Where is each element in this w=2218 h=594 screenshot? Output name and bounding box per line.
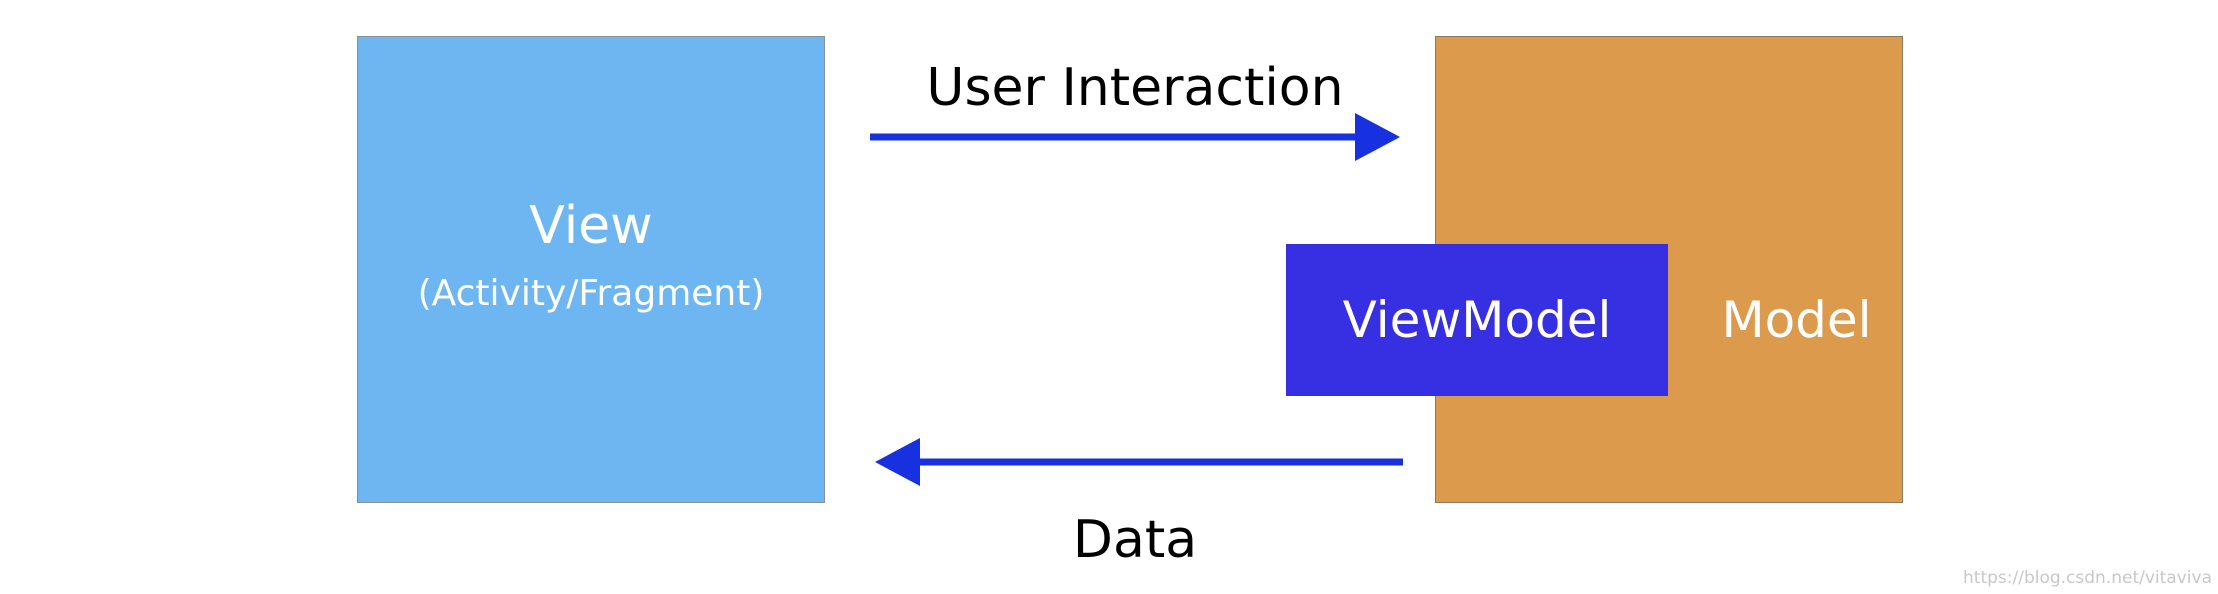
- view-subtitle: (Activity/Fragment): [417, 273, 765, 314]
- user-interaction-arrow-head: [1355, 113, 1400, 161]
- view-box: [357, 36, 825, 503]
- viewmodel-box: [1286, 244, 1668, 396]
- data-arrow: [875, 438, 1403, 486]
- user-interaction-arrow: [870, 113, 1400, 161]
- viewmodel-label: ViewModel: [1342, 291, 1612, 349]
- data-arrow-head: [875, 438, 920, 486]
- data-label: Data: [1072, 510, 1198, 570]
- user-interaction-label: User Interaction: [926, 58, 1344, 118]
- model-label: Model: [1721, 291, 1872, 349]
- view-title: View: [529, 196, 653, 256]
- watermark-text: https://blog.csdn.net/vitaviva: [1963, 568, 2212, 588]
